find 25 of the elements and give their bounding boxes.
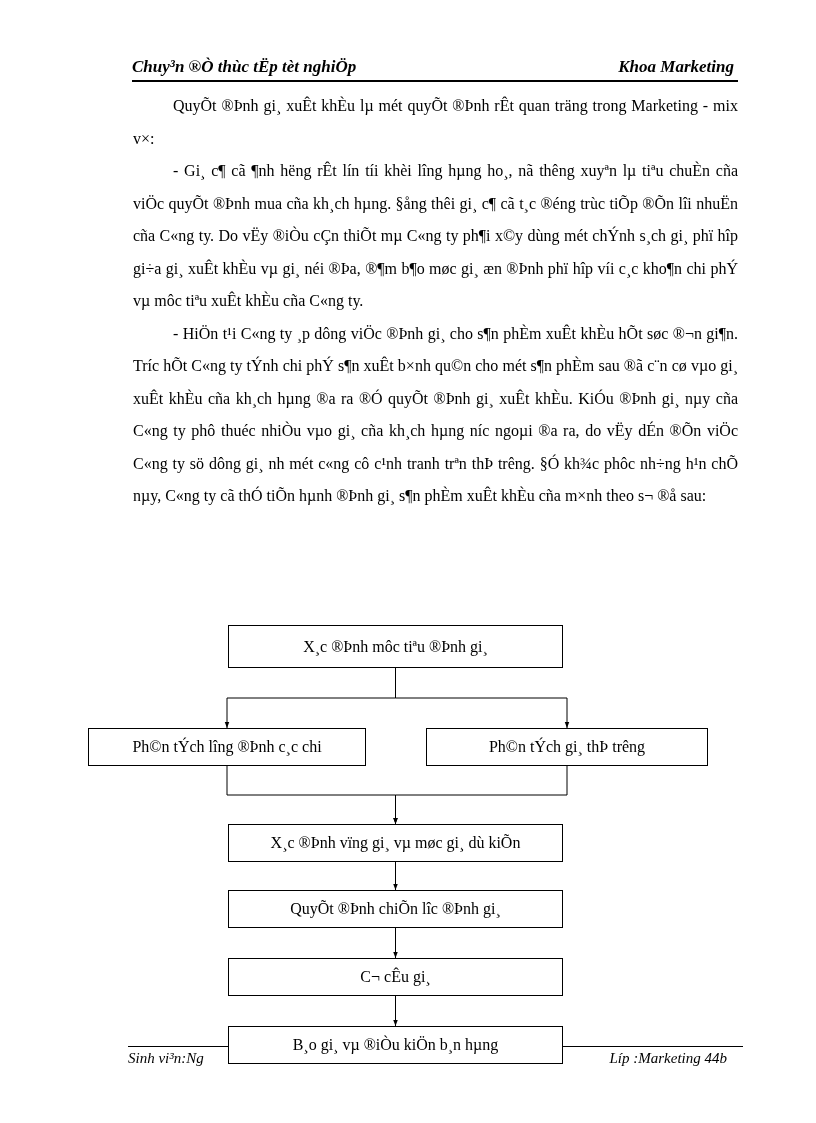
body-paragraph: QuyÕt ®Þnh gi¸ xuÊt khÈu lµ mét quyÕt ®Þnh rÊt quan träng trong Marketing - mix v×: (133, 95, 738, 149)
arrow (393, 995, 398, 1027)
process-box (228, 958, 563, 996)
arrow (393, 765, 568, 825)
process-box (228, 890, 563, 928)
arrow (393, 861, 398, 891)
header-title: Chuy³n ®Ò thùc tËp tèt nghiÖp (132, 57, 357, 77)
box-label: B¸o gi¸ vµ ®iÒu kiÖn b¸n hµng (292, 1036, 499, 1054)
box-label: Ph©n tÝch lîng ®Þnh c¸c chi (132, 738, 322, 756)
box-label: QuyÕt ®Þnh chiÕn lîc ®Þnh gi¸ (290, 900, 501, 918)
process-box (228, 1026, 563, 1064)
box-label: C¬ cÊu gi¸ (360, 968, 431, 986)
body-paragraph: - Gi¸ c¶ cã ¶nh hëng rÊt lín tíi khèi lîng hµng ho¸, nã thêng xuyªn lµ tiªu chuÈn cña viÖc quyÕt ®Þnh mua cña kh¸ch hµng. §ång thêi gi¸ c¶ cã t¸c ®éng trùc tiÕp ®Õn lîi nhuËn cña C«ng ty. Do vËy ®iÒu cÇn thiÕt mµ C«ng ty ph¶i x©y dùng mét chÝnh s¸ch gi¸ phï hîp gi÷a gi¸ xuÊt khÈu vµ gi¸ néi ®Þa, ®¶m b¶o møc gi¸ æn ®Þnh phï hîp víi c¸c kho¶n chi phÝ vµ môc tiªu xuÊt khÈu cña C«ng ty. (133, 160, 738, 312)
footer-student: Sinh vi³n:Ng (128, 1050, 204, 1067)
box-label: Ph©n tÝch gi¸ thÞ trêng (488, 738, 646, 756)
footer-class: Líp :Marketing 44b (609, 1050, 727, 1067)
process-box (228, 824, 563, 862)
process-box (88, 728, 366, 766)
box-label: X¸c ®Þnh môc tiªu ®Þnh gi¸ (303, 637, 488, 656)
body-paragraph: - HiÖn t¹i C«ng ty ¸p dông viÖc ®Þnh gi¸ cho s¶n phÈm xuÊt khÈu hÕt søc ®¬n gi¶n. Tríc hÕt C«ng ty tÝnh chi phÝ s¶n xuÊt b×nh qu©n cho mét s¶n phÈm sau ®ã c¨n cø vµo gi¸ xuÊt khÈu cña kh¸ch hµng ®a ra ®Ó quyÕt ®Þnh gi¸ xuÊt khÈu. KiÓu ®Þnh gi¸ nµy cña C«ng ty phô thuéc nhiÒu vµo gi¸ cña kh¸ch hµng níc ngoµi ®a ra, do vËy dÉn ®Õn viÖc C«ng ty sö dông gi¸ nh mét c«ng cô c¹nh tranh trªn thÞ trêng. §Ó kh¾c phôc nh÷ng h¹n chÕ nµy, C«ng ty cã thÓ tiÕn hµnh ®Þnh gi¸ s¶n phÈm xuÊt khÈu cña m×nh theo s¬ ®å sau: (133, 323, 738, 507)
process-box (426, 728, 708, 766)
process-box (228, 625, 563, 668)
header-department: Khoa Marketing (618, 57, 734, 77)
box-label: X¸c ®Þnh vïng gi¸ vµ møc gi¸ dù kiÕn (270, 834, 521, 852)
arrow (393, 927, 398, 959)
